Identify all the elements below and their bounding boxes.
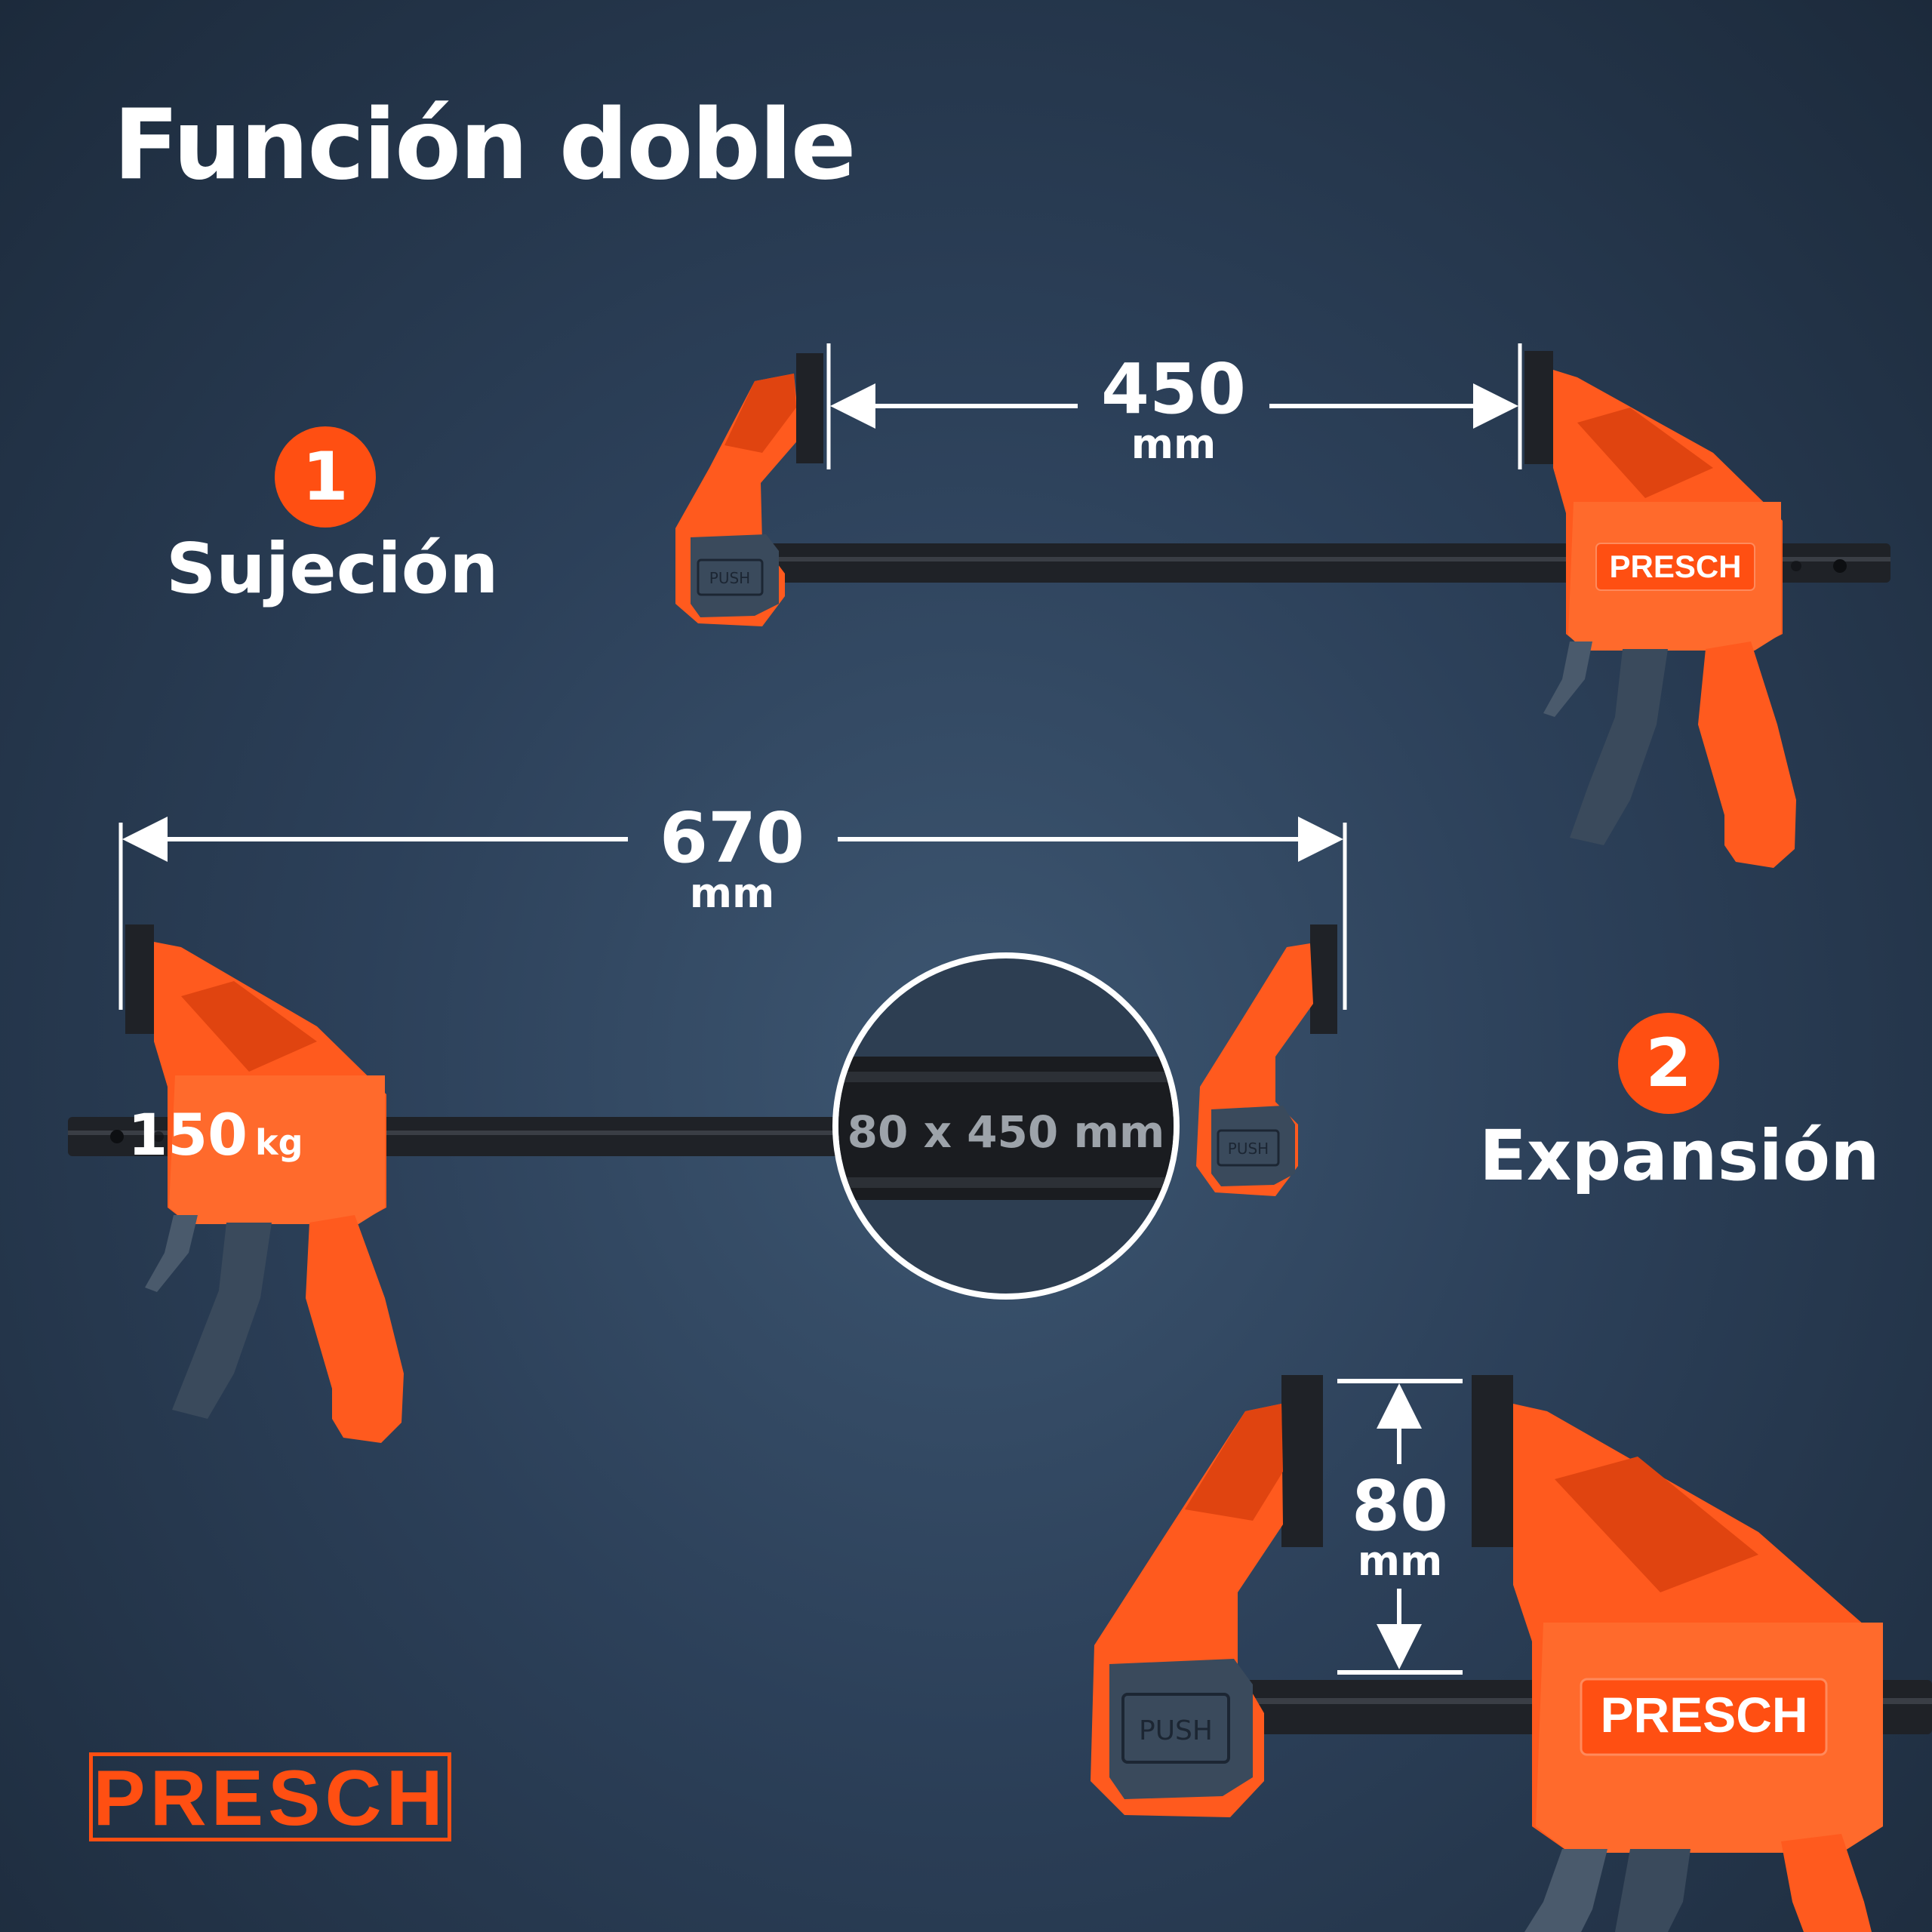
clamp-bottom-trigger: [1615, 1849, 1690, 1932]
clamp-top-trigger: [1570, 649, 1668, 845]
push-label-bottom: PUSH: [1139, 1715, 1213, 1746]
dim-450-label: 450 mm: [1079, 355, 1268, 465]
clamp-top-right-pad: [1524, 351, 1553, 464]
page-title: Función doble: [113, 89, 857, 202]
brand-label-bottom: PRESCH: [1600, 1687, 1807, 1743]
feature-2-badge: 2: [1618, 1013, 1719, 1114]
feature-2-label: Expansión: [1479, 1115, 1880, 1196]
clamp-bottom-handle: [1781, 1834, 1872, 1932]
clamp-top: PUSH PRESCH: [675, 351, 1890, 868]
clamp-bottom-right-pad: [1472, 1375, 1513, 1547]
dimension-80: [1337, 1379, 1463, 1675]
feature-1-label: Sujeción: [166, 528, 499, 609]
clamp-top-handle: [1698, 641, 1796, 868]
clamp-bottom-left-pad: [1281, 1375, 1323, 1547]
force-unit: kg: [255, 1122, 303, 1163]
dim-80-unit: mm: [1357, 1537, 1443, 1585]
bar-size-label: 80 x 450 mm: [848, 1106, 1165, 1158]
dim-80-value: 80: [1351, 1466, 1449, 1546]
dim-670-unit: mm: [689, 869, 775, 917]
push-label-middle: PUSH: [1228, 1140, 1269, 1158]
push-label-top: PUSH: [709, 569, 750, 587]
dim-670-value: 670: [659, 798, 805, 878]
push-button-top: [691, 534, 779, 617]
clamp-bottom: PUSH PRESCH: [1091, 1375, 1932, 1932]
dimension-670: [118, 817, 1347, 1010]
dim-670-label: 670 mm: [630, 804, 834, 914]
feature-1-badge: 1: [275, 426, 376, 528]
force-value: 150: [128, 1101, 248, 1168]
clamp-middle-left-pad: [125, 924, 154, 1034]
dim-450-unit: mm: [1131, 420, 1217, 468]
clamp-middle: 150 kg PUSH 80 x 450 mm: [68, 924, 1337, 1443]
clamp-top-left-pad: [796, 353, 823, 463]
dim-450-value: 450: [1100, 349, 1247, 429]
brand-logo: PRESCH: [89, 1752, 451, 1841]
brand-label-top: PRESCH: [1609, 549, 1741, 584]
dim-80-label: 80 mm: [1336, 1472, 1464, 1582]
dimension-450: [826, 343, 1522, 469]
clamp-middle-handle: [306, 1215, 404, 1443]
clamp-middle-trigger: [172, 1223, 272, 1419]
clamp-middle-right-pad: [1310, 924, 1337, 1034]
